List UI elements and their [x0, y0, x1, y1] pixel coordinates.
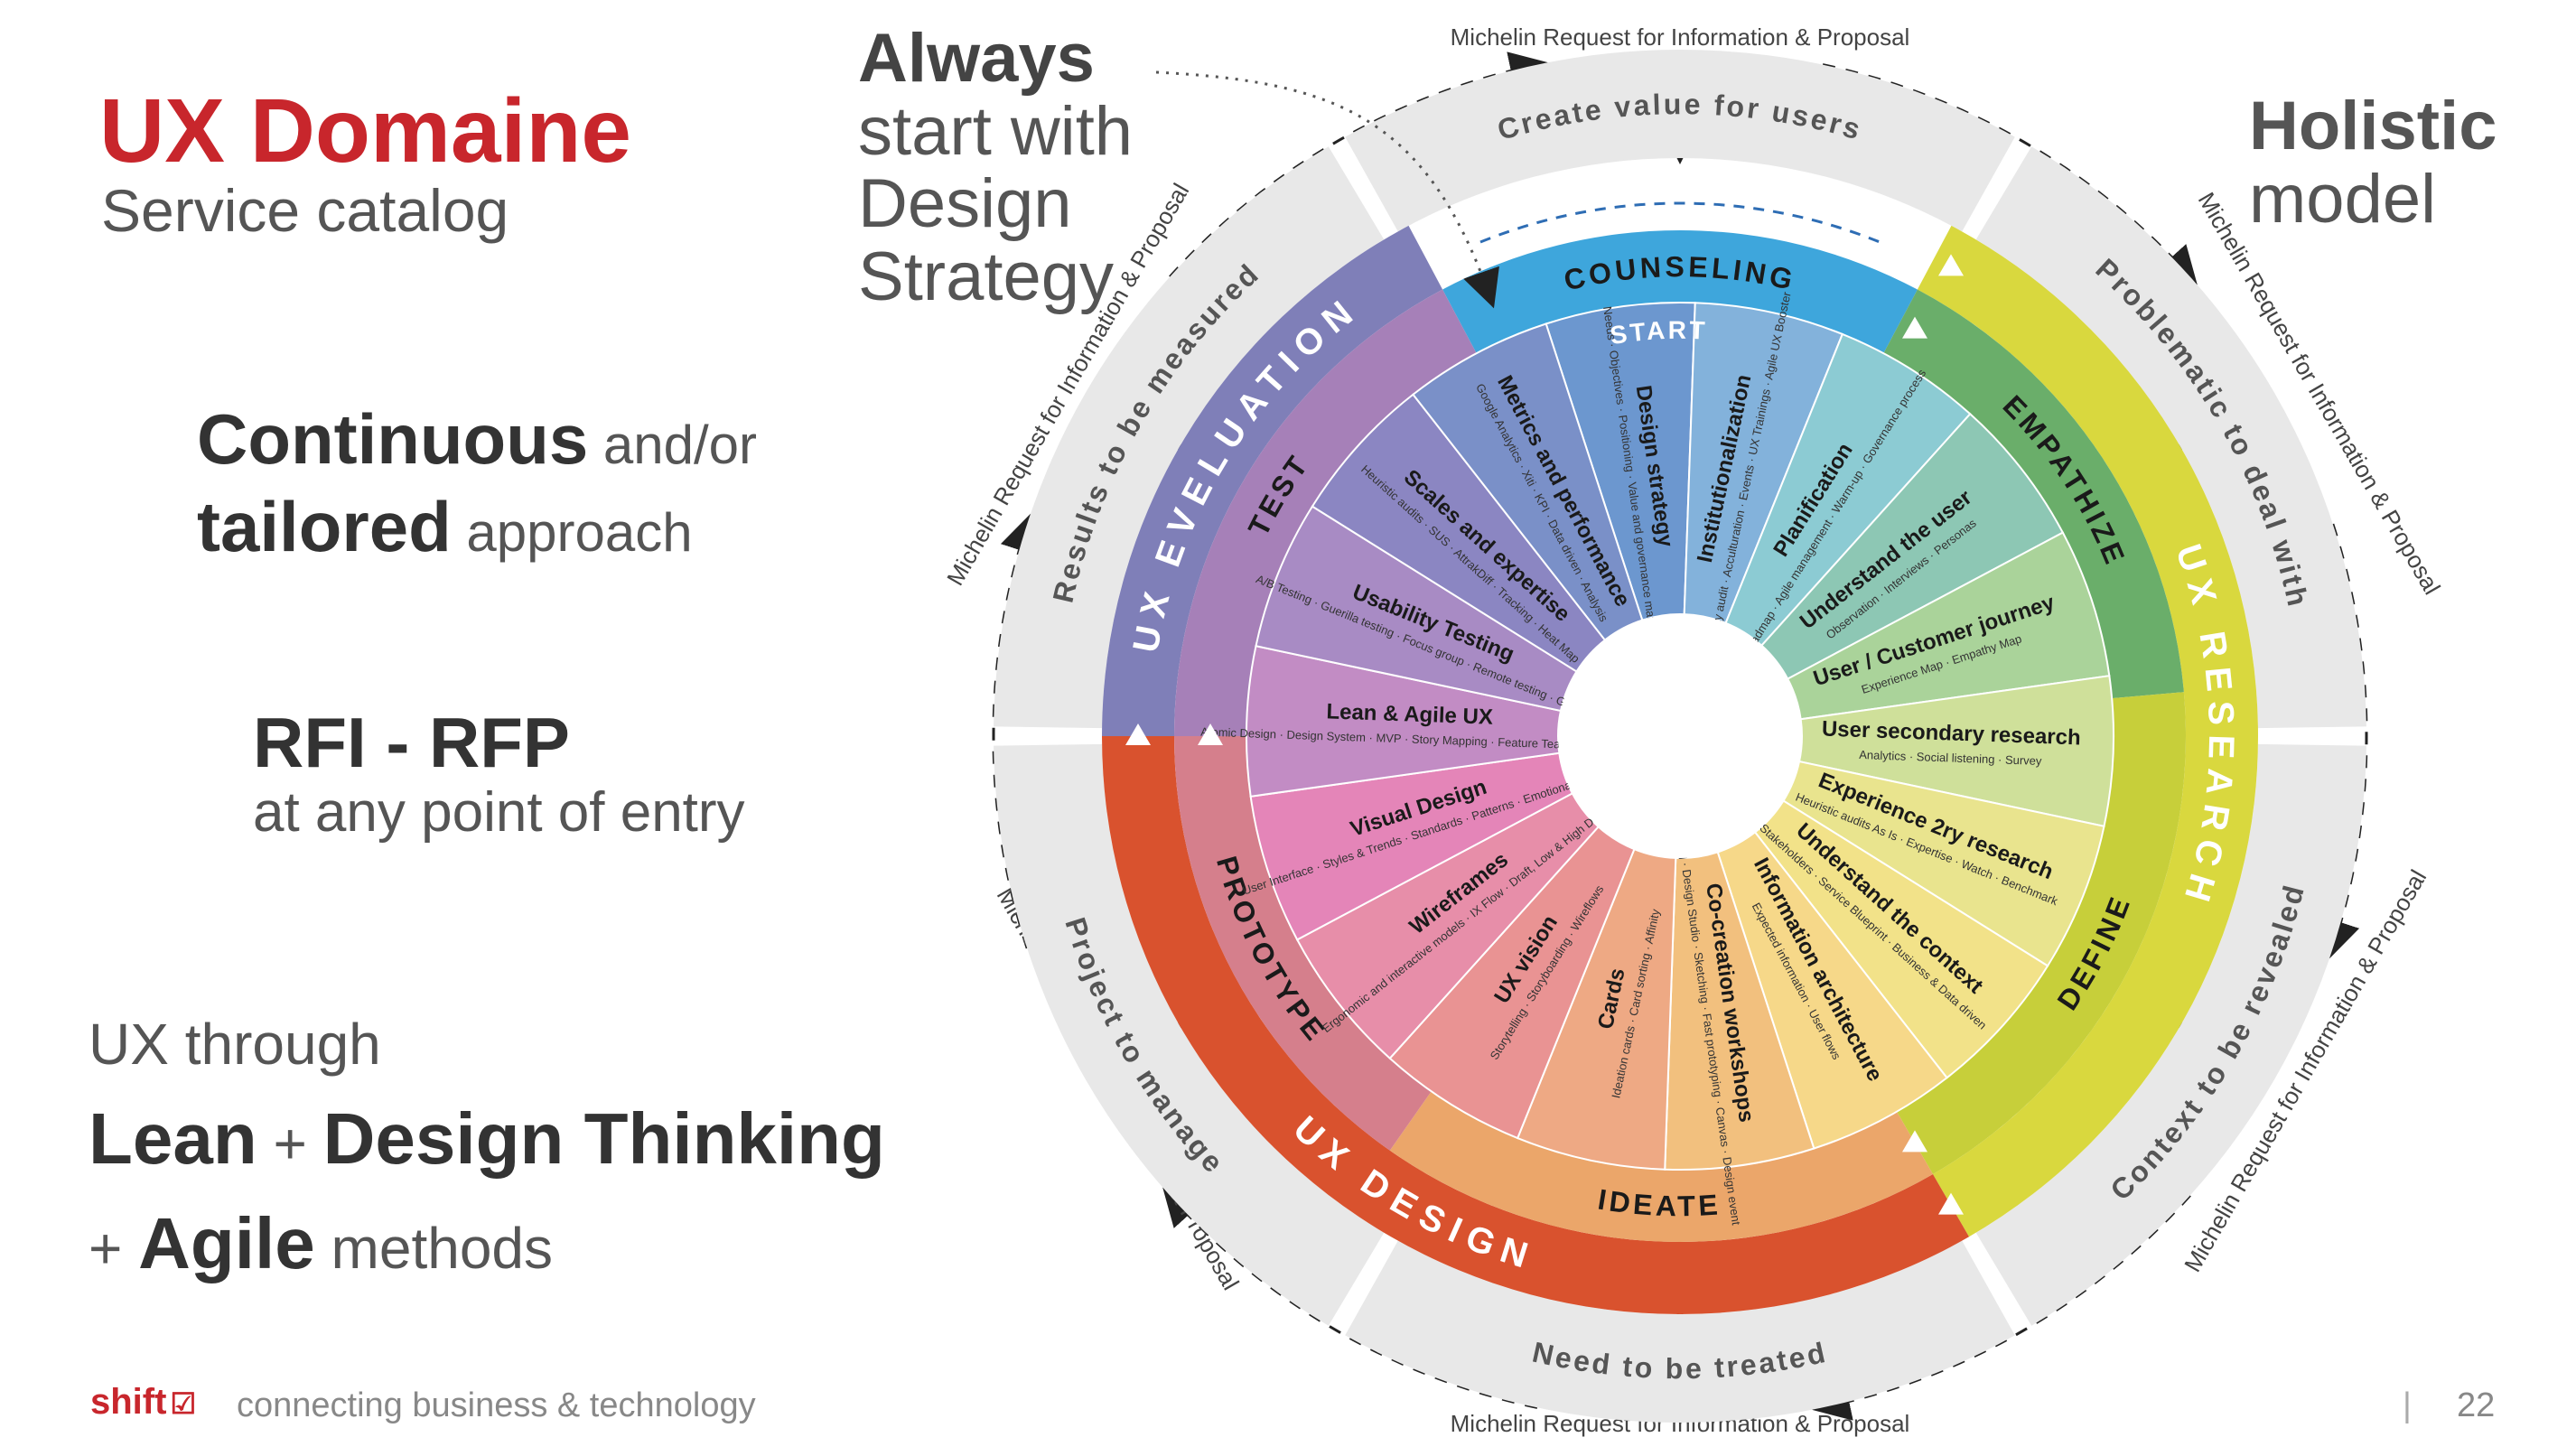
- lean-plus1: +: [257, 1110, 323, 1176]
- holistic-line2: model: [2249, 160, 2436, 238]
- page-number: 22: [2457, 1386, 2496, 1424]
- phase-segment: [1897, 692, 2186, 1174]
- direction-triangle: [1902, 316, 1927, 339]
- wheel-annotations: [1125, 70, 1964, 1215]
- design-thinking-bold: Design Thinking: [322, 1097, 885, 1179]
- always-start-text: Always start with Design Strategy: [858, 20, 1134, 315]
- phase-ring: COUNSELINGEMPATHIZEDEFINEIDEATEPROTOTYPE…: [1174, 229, 2186, 1242]
- footer-tagline: connecting business & technology: [237, 1386, 756, 1424]
- agile-bold: Agile: [138, 1202, 315, 1283]
- always-line3: Design: [858, 165, 1072, 243]
- rfi-rfp-text: RFI - RFP at any point of entry: [253, 703, 745, 844]
- lean-methods: methods: [314, 1215, 553, 1281]
- counseling-dashed-arc: [1479, 201, 1881, 244]
- continuous-bold: Continuous: [197, 399, 589, 479]
- outer-ring-segment: [1975, 146, 2366, 729]
- rfi-line2: at any point of entry: [253, 780, 745, 844]
- rfp-label: Michelin Request for Information & Propo…: [1451, 23, 1910, 51]
- direction-triangle: [1938, 254, 1964, 276]
- phase-segment: [1389, 1091, 1933, 1242]
- lean-plus2: +: [89, 1215, 139, 1281]
- always-pointer: [1155, 70, 1499, 309]
- tailored-bold: tailored: [197, 486, 452, 566]
- domain-segment: [1917, 225, 2258, 1237]
- direction-triangle: [1125, 723, 1151, 745]
- phase-segment: [1174, 736, 1432, 1151]
- direction-triangle: [1198, 723, 1223, 745]
- continuous-rest: and/or: [588, 415, 758, 475]
- page-separator: |: [2403, 1386, 2412, 1424]
- always-line4: Strategy: [858, 238, 1115, 315]
- direction-triangle: [1902, 1130, 1927, 1153]
- service-subtitle: Analytics · Social listening · Survey: [1859, 748, 2042, 768]
- always-bold: Always: [858, 20, 1095, 97]
- domain-segment: [1102, 225, 1443, 736]
- phase-segment: [1883, 289, 2184, 699]
- check-box-icon: ☑: [170, 1387, 197, 1420]
- outer-ring-segment: [1345, 49, 2015, 232]
- center-circle: [1558, 614, 1802, 858]
- outer-ring-segment: [1975, 743, 2366, 1326]
- shift-logo: shift☑: [90, 1382, 196, 1423]
- lean-bold: Lean: [89, 1097, 257, 1179]
- lean-line1: UX through: [89, 1012, 381, 1077]
- continuous-approach-text: Continuous and/or tailored approach: [197, 396, 757, 570]
- outer-ring-segment: [1345, 1240, 2015, 1423]
- shift-logo-text: shift: [90, 1382, 167, 1422]
- slide-title: UX Domaine: [99, 80, 632, 182]
- rfi-bold: RFI - RFP: [253, 703, 570, 782]
- outer-ring-segment: [994, 146, 1385, 729]
- always-line2: start with: [858, 92, 1134, 170]
- tailored-rest: approach: [451, 501, 693, 563]
- domain-segment: [1102, 736, 1969, 1314]
- slide-subtitle: Service catalog: [101, 177, 509, 244]
- phase-segment: [1442, 229, 1918, 354]
- lean-design-thinking-text: UX through Lean + Design Thinking + Agil…: [89, 1003, 885, 1296]
- outer-ring-segment: [994, 743, 1385, 1326]
- service-name: Lean & Agile UX: [1326, 699, 1493, 729]
- direction-triangle: [1938, 1192, 1964, 1215]
- holistic-bold: Holistic: [2249, 88, 2497, 164]
- holistic-model-text: Holistic model: [2249, 88, 2497, 238]
- phase-segment: [1174, 289, 1477, 736]
